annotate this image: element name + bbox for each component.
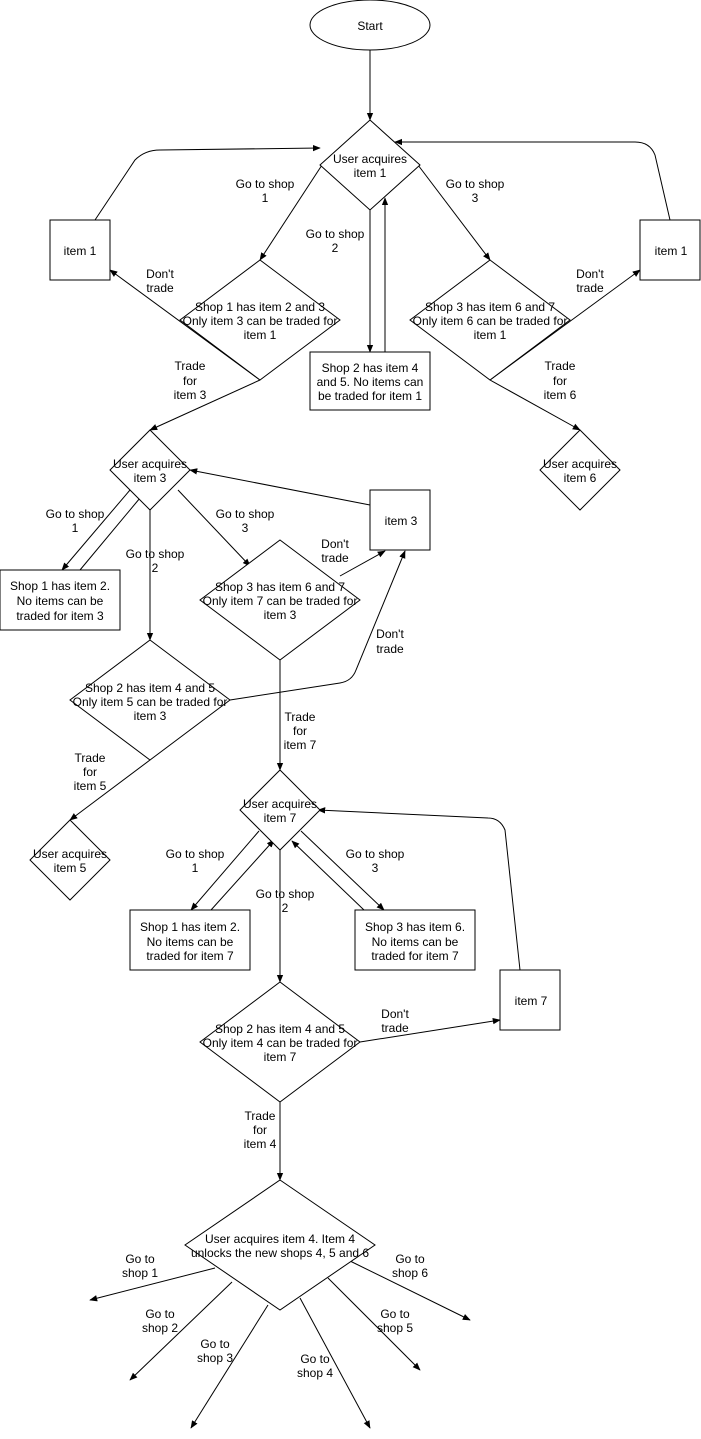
decision-ua1: [319, 119, 421, 211]
edge-ua3-to-s1b: [61, 489, 131, 571]
item7-label: item 7: [515, 994, 548, 1008]
edge-s1c-to-ua7: [210, 839, 275, 911]
decision-s3a: [409, 259, 571, 381]
edge-s3a-to-ua6: [489, 379, 581, 431]
item1-left-label: item 1: [64, 244, 97, 258]
edge-ua4-to-shop2: [129, 1281, 233, 1381]
edge-ua4-to-shop1: [89, 1267, 216, 1302]
edge-s1b-to-ua3: [79, 491, 146, 571]
edge-s3c-to-ua7: [291, 840, 365, 911]
process-s3c: [354, 909, 476, 971]
process-s1c: [129, 909, 251, 971]
decision-s3b: [199, 539, 361, 661]
decision-ua3: [109, 429, 191, 511]
edge-ua4-to-shop3: [190, 1304, 269, 1429]
item1-right-label: item 1: [655, 244, 688, 258]
edge-s3b-to-item3: [339, 550, 386, 577]
item3-label: item 3: [385, 514, 418, 528]
edge-ua1-to-s1a: [259, 164, 323, 261]
edge-item7-to-ua7: [317, 807, 521, 971]
decision-ua7: [239, 769, 321, 851]
edge-ua4-to-shop5: [327, 1277, 421, 1371]
edge-ua4-to-shop4: [299, 1297, 371, 1429]
edge-ua3-to-s3b: [177, 489, 251, 567]
edge-ua7-to-s3c: [300, 830, 385, 911]
process-item1-left: [49, 219, 111, 281]
decision-ua6: [539, 429, 621, 511]
edge-item1-right-to-ua1: [394, 138, 671, 221]
decision-ua4: [184, 1179, 376, 1311]
edge-s1a-to-ua3: [149, 379, 261, 431]
edge-s2b-to-ua5: [69, 759, 151, 821]
edge-s2c-to-item7: [359, 1017, 501, 1043]
process-item7: [499, 969, 561, 1031]
process-item1-right: [639, 219, 701, 281]
start-label: Start: [357, 19, 383, 33]
start-terminal: [309, 0, 431, 51]
decision-s2c: [199, 981, 361, 1103]
edge-ua7-to-s1c: [190, 830, 260, 911]
edge-ua4-to-shop6: [347, 1259, 471, 1321]
process-s1b: [0, 569, 121, 631]
edge-s2b-to-item3: [229, 550, 406, 701]
decision-s1a: [179, 259, 341, 381]
decision-s2b: [69, 639, 231, 761]
edge-item3-to-ua3: [189, 468, 371, 506]
edge-ua1-to-s3a: [417, 164, 491, 261]
edge-item1-left-to-ua1: [94, 144, 321, 221]
decision-ua5: [29, 819, 111, 901]
process-item3: [369, 489, 431, 551]
process-s2a: [309, 351, 431, 411]
